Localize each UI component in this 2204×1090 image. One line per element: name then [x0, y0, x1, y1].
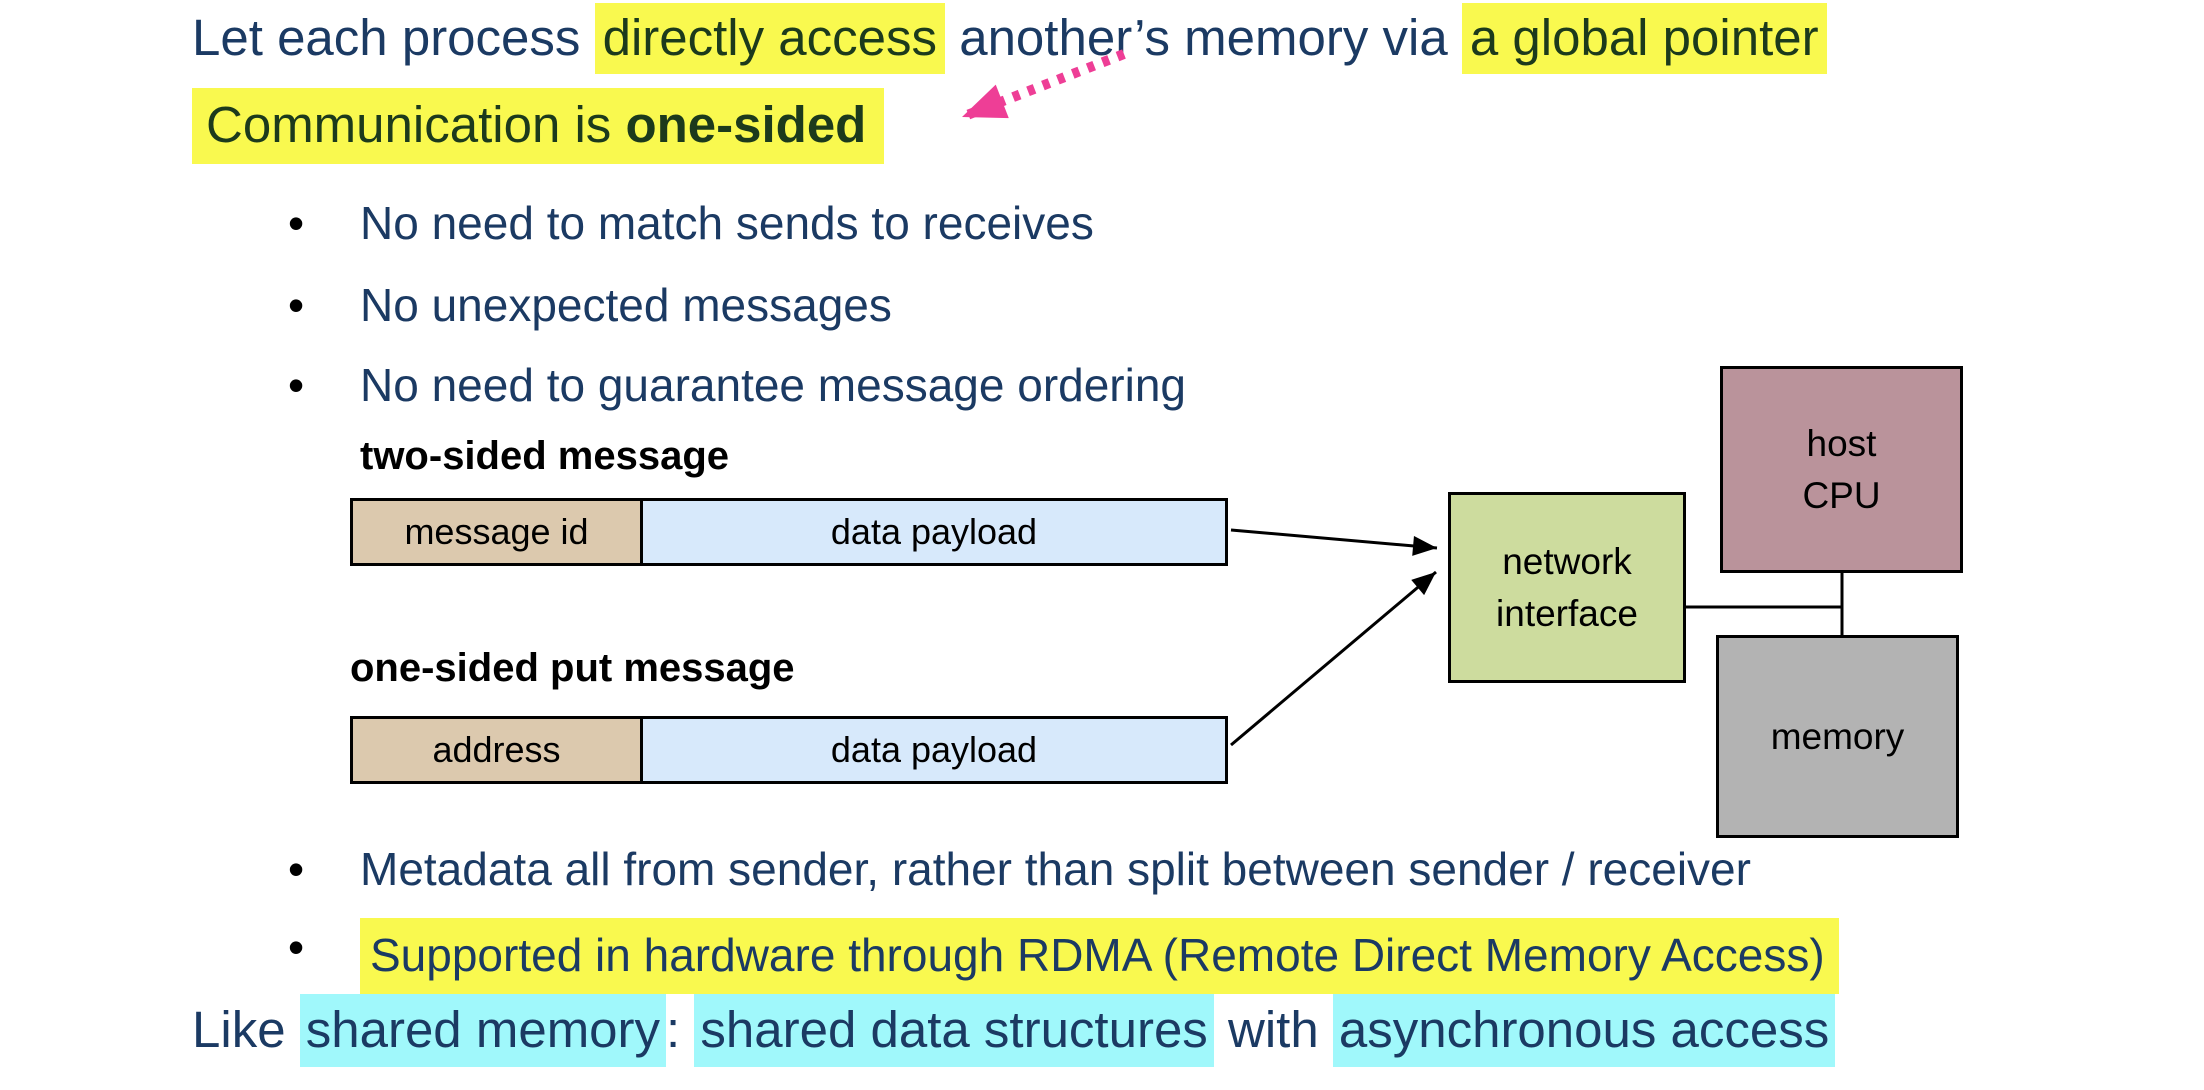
footer-seg-4-highlight: shared data structures: [694, 994, 1214, 1067]
bullet-row-1: • No need to match sends to receives: [288, 194, 1094, 252]
network-interface-box: network interface: [1448, 492, 1686, 683]
two-sided-to-nic-arrow-icon: [1230, 528, 1438, 556]
heading-seg-2-highlight: directly access: [594, 3, 946, 74]
bullet-row-4: • Metadata all from sender, rather than …: [288, 840, 1751, 898]
footer-seg-1: Like: [192, 1001, 300, 1058]
footer-seg-5: with: [1213, 1001, 1333, 1058]
memory-box: memory: [1716, 635, 1959, 838]
two-sided-message-label: two-sided message: [360, 434, 730, 478]
footer-seg-2-highlight: shared memory: [299, 994, 667, 1067]
host-cpu-box: host CPU: [1720, 366, 1963, 573]
bullet-row-3: • No need to guarantee message ordering: [288, 356, 1186, 414]
host-cpu-label-line2: CPU: [1802, 474, 1881, 516]
bullet-text-4: Metadata all from sender, rather than sp…: [360, 843, 1751, 895]
bullet-text-2: No unexpected messages: [360, 279, 892, 331]
bullet-row-5: • Supported in hardware through RDMA (Re…: [288, 918, 1839, 994]
network-interface-label-line1: network: [1502, 540, 1632, 582]
bullet-dot: •: [288, 279, 305, 331]
one-sided-put-message-bar: address data payload: [350, 716, 1228, 784]
address-cell: address: [353, 719, 643, 781]
heading-seg-1: Let each process: [192, 9, 595, 66]
heading-seg-4-highlight: a global pointer: [1461, 3, 1827, 74]
one-sided-put-message-label: one-sided put message: [350, 646, 795, 690]
bullet-dot: •: [288, 843, 305, 895]
bullet-text-5-highlight: Supported in hardware through RDMA (Remo…: [360, 918, 1839, 994]
message-id-cell: message id: [353, 501, 643, 563]
memory-label: memory: [1770, 715, 1905, 757]
data-payload-cell: data payload: [643, 501, 1225, 563]
footer-line: Like shared memory: shared data structur…: [192, 994, 1836, 1067]
subheading-bold: one-sided: [625, 96, 867, 153]
bullet-text-3: No need to guarantee message ordering: [360, 359, 1187, 411]
data-payload-cell: data payload: [643, 719, 1225, 781]
subheading-prefix: Communication is: [206, 96, 626, 153]
bullet-dot: •: [288, 921, 305, 973]
host-cpu-label-line1: host: [1806, 422, 1877, 464]
one-sided-to-nic-arrow-icon: [1230, 570, 1437, 747]
footer-seg-3: :: [666, 1001, 695, 1058]
heading-seg-3: another’s memory via: [945, 9, 1462, 66]
two-sided-message-bar: message id data payload: [350, 498, 1228, 566]
bullet-dot: •: [288, 359, 305, 411]
heading-line: Let each process directly access another…: [192, 3, 1827, 74]
subheading: Communication is one-sided: [192, 88, 885, 164]
bullet-text-1: No need to match sends to receives: [360, 197, 1094, 249]
bullet-row-2: • No unexpected messages: [288, 276, 892, 334]
footer-seg-6-highlight: asynchronous access: [1332, 994, 1836, 1067]
bullet-dot: •: [288, 197, 305, 249]
network-interface-label-line2: interface: [1496, 592, 1638, 634]
